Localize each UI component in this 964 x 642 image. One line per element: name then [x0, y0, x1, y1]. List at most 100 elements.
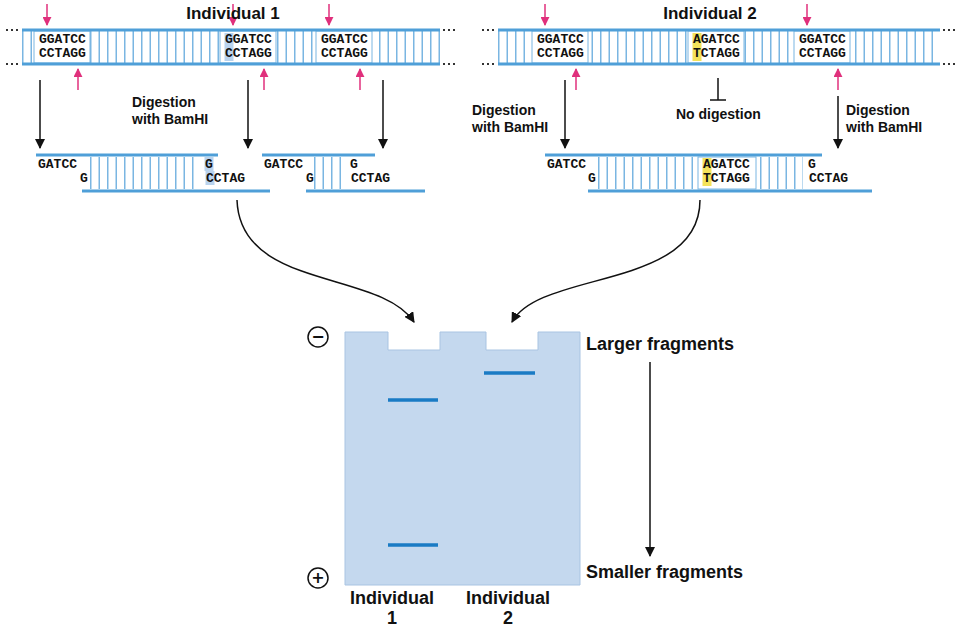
site-box — [698, 157, 756, 189]
blocked-arrow — [717, 78, 719, 100]
base-pair-rungs — [760, 157, 803, 189]
site-box — [688, 31, 744, 63]
cut-arrow — [837, 69, 839, 90]
gel-band — [484, 371, 535, 375]
dna-fragment — [545, 155, 872, 191]
base-pair-rungs — [598, 157, 696, 189]
sequence-text: G — [306, 172, 314, 186]
axis-label: Larger fragments — [586, 334, 734, 354]
dna-strand — [262, 154, 375, 157]
sequence-text: GATCC — [547, 158, 586, 172]
step-label: No digestion — [676, 106, 761, 123]
dna-strand — [22, 63, 440, 66]
dna-strand — [545, 154, 822, 157]
cut-arrow — [46, 4, 48, 25]
panel-title: Individual 1 — [168, 4, 298, 24]
continuation-dots — [943, 63, 957, 65]
lane-label: Individual 1 — [347, 588, 437, 628]
cut-arrow — [328, 4, 330, 25]
gel-band — [388, 398, 438, 402]
continuation-dots — [6, 63, 20, 65]
sequence-text: CCTAG — [351, 172, 390, 186]
dna-fragment — [36, 155, 270, 191]
sequence-text: AGATCC — [703, 158, 750, 172]
sequence-text: CCTAGG — [537, 47, 584, 61]
sequence-text: GGATCC — [799, 33, 846, 47]
sequence-text: CCTAGG — [39, 47, 86, 61]
step-label: Digestion with BamHI — [472, 102, 556, 136]
polarity-circle: − — [307, 326, 329, 348]
dna-strand — [498, 29, 940, 32]
continuation-dots — [443, 63, 457, 65]
sequence-text: CCTAGG — [799, 47, 846, 61]
sequence-text: G — [205, 158, 213, 172]
panel-title: Individual 2 — [645, 4, 775, 24]
lane-label: Individual 2 — [463, 588, 553, 628]
continuation-dots — [482, 29, 496, 31]
load-arrow — [237, 200, 414, 322]
size-arrow — [649, 362, 651, 556]
process-arrow — [382, 80, 384, 148]
dna-strand — [36, 154, 218, 157]
blocked-arrow-bar — [710, 99, 726, 101]
dna-strand — [306, 190, 425, 193]
site-box — [316, 31, 372, 63]
circle-outline — [308, 327, 328, 347]
cut-arrows — [47, 4, 838, 90]
cut-arrow — [359, 69, 361, 90]
dna-duplex — [6, 30, 457, 64]
site-box — [532, 31, 588, 63]
dna-strand — [82, 190, 270, 193]
process-arrows — [40, 78, 838, 148]
cut-arrow — [544, 4, 546, 25]
sequence-text: GGATCC — [39, 33, 86, 47]
circle-outline — [308, 568, 328, 588]
site-box — [220, 31, 276, 63]
base-pair-rungs — [90, 157, 200, 189]
continuation-dots — [443, 29, 457, 31]
cut-arrow — [77, 69, 79, 90]
sequence-text: G — [80, 172, 88, 186]
cut-arrow — [575, 69, 577, 90]
step-label: Digestion with BamHI — [846, 102, 930, 136]
base-pair-rungs — [22, 31, 440, 63]
process-arrow — [39, 80, 41, 148]
process-arrow — [247, 80, 249, 148]
polarity-circle: + — [307, 567, 329, 589]
electrode-sign: + — [311, 570, 324, 586]
sequence-text: G — [350, 158, 358, 172]
base-pair-rungs — [498, 31, 940, 63]
sequence-text: TCTAGG — [693, 47, 740, 61]
sequence-text: GATCC — [38, 158, 77, 172]
process-arrow — [837, 96, 839, 148]
sequence-text: CCTAGG — [321, 47, 368, 61]
dna-fragment — [262, 155, 425, 191]
site-box — [794, 31, 850, 63]
sequence-text: GGATCC — [537, 33, 584, 47]
sequence-text: GGATCC — [225, 33, 272, 47]
continuation-dots — [943, 29, 957, 31]
base-highlight — [205, 157, 214, 171]
axis-label: Smaller fragments — [586, 562, 743, 582]
electrode-sign: − — [311, 329, 324, 345]
process-arrow — [564, 80, 566, 148]
continuation-dots — [6, 29, 20, 31]
sequence-text: GATCC — [264, 158, 303, 172]
sequence-text: AGATCC — [693, 33, 740, 47]
cut-arrow — [263, 69, 265, 90]
sequence-text: CCTAG — [809, 172, 848, 186]
continuation-dots — [482, 63, 496, 65]
sequence-text: CCTAG — [206, 172, 245, 186]
dna-duplex — [482, 30, 957, 64]
sequence-text: G — [808, 158, 816, 172]
cut-arrow — [806, 4, 808, 25]
sequence-text: TCTAGG — [703, 172, 750, 186]
sequence-text: GGATCC — [321, 33, 368, 47]
dna-strand — [498, 63, 940, 66]
load-arrow — [512, 200, 700, 322]
gel-band — [388, 543, 438, 547]
sequence-text: CCTAGG — [225, 47, 272, 61]
dna-strand — [22, 29, 440, 32]
gel-slab — [345, 332, 580, 585]
sequence-text: G — [588, 172, 596, 186]
